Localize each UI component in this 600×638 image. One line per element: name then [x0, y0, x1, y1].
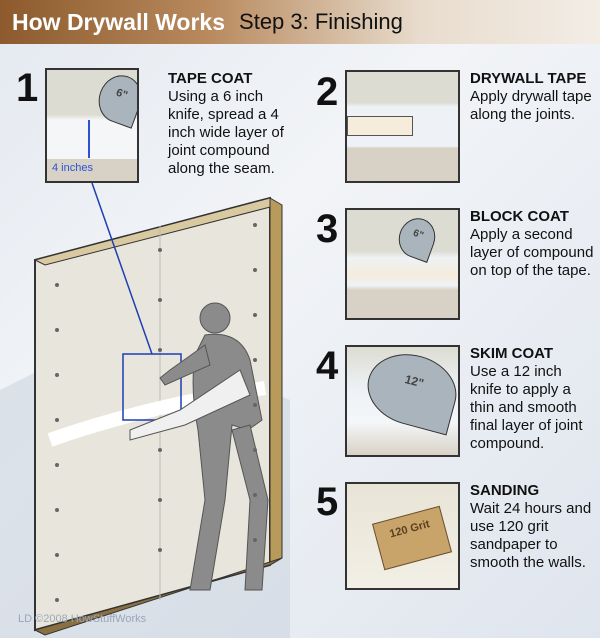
- header: How Drywall Works Step 3: Finishing: [0, 0, 600, 44]
- step-5-image: 120 Grit: [345, 482, 460, 590]
- step-1-number: 1: [16, 66, 39, 110]
- knife-6in: 6": [92, 70, 137, 129]
- step-1-body: Using a 6 inch knife, spread a 4 inch wi…: [168, 88, 284, 177]
- step-2-image: [345, 70, 460, 183]
- step-3-number: 3: [316, 207, 339, 251]
- knife-12in: 12": [359, 347, 458, 436]
- step-4-number: 4: [316, 344, 339, 388]
- page-title: How Drywall Works: [12, 8, 226, 35]
- worker-figure: [129, 302, 269, 591]
- knife-6in: 6": [393, 213, 441, 263]
- step-1-image: 6" 4 inches: [45, 68, 139, 183]
- step-4-heading: SKIM COAT: [470, 345, 554, 362]
- step-2-heading: DRYWALL TAPE: [470, 70, 587, 87]
- tape-roll: [347, 116, 413, 136]
- measure-label: 4 inches: [52, 162, 93, 174]
- step-3-image: 6": [345, 208, 460, 320]
- step-2-body: Apply drywall tape along the joints.: [470, 88, 592, 123]
- step-5-body: Wait 24 hours and use 120 grit sandpaper…: [470, 500, 592, 571]
- credit: LD ©2008 HowStuffWorks: [18, 613, 147, 625]
- step-1-heading: TAPE COAT: [168, 70, 253, 87]
- step-2-number: 2: [316, 70, 339, 114]
- step-5-heading: SANDING: [470, 482, 540, 499]
- step-4-body: Use a 12 inch knife to apply a thin and …: [470, 363, 583, 452]
- sandpaper: 120 Grit: [371, 505, 453, 571]
- step-3-body: Apply a second layer of compound on top …: [470, 226, 594, 279]
- step-3-heading: BLOCK COAT: [470, 208, 569, 225]
- step-4-image: 12": [345, 345, 460, 457]
- measure-arrow: [88, 120, 90, 158]
- page-subtitle: Step 3: Finishing: [239, 9, 403, 34]
- step-5-number: 5: [316, 480, 339, 524]
